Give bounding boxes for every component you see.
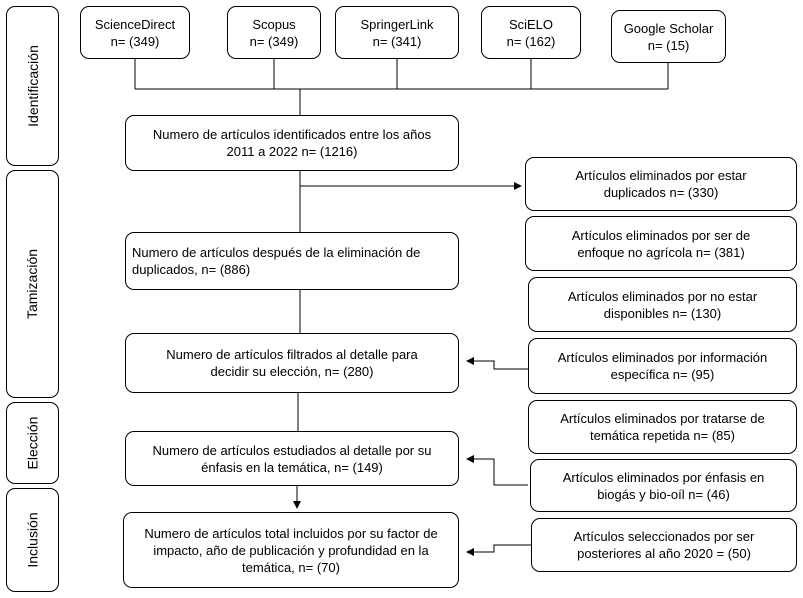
source-google-scholar: Google Scholar n= (15) — [611, 10, 726, 63]
excluded-repeated-theme: Artículos eliminados por tratarse de tem… — [528, 400, 797, 454]
source-scopus: Scopus n= (349) — [227, 6, 321, 59]
main-text: Numero de artículos después de la elimin… — [132, 245, 421, 277]
main-text: Numero de artículos estudiados al detall… — [152, 442, 432, 475]
main-after-dedup: Numero de artículos después de la elimin… — [125, 232, 459, 290]
excluded-duplicates: Artículos eliminados por estar duplicado… — [525, 157, 797, 211]
stage-inclusion: Inclusión — [6, 488, 59, 592]
main-included: Numero de artículos total incluidos por … — [123, 512, 459, 588]
stage-label: Inclusión — [24, 512, 41, 568]
source-name: ScienceDirect — [94, 16, 176, 32]
source-name: SpringerLink — [360, 16, 434, 32]
source-count: n= (349) — [110, 33, 160, 49]
excluded-text: Artículos eliminados por información esp… — [557, 350, 768, 382]
source-name: Scopus — [252, 16, 296, 32]
source-count: n= (15) — [647, 37, 690, 53]
excluded-non-agricultural: Artículos eliminados por ser de enfoque … — [525, 216, 797, 271]
stage-tamizacion: Tamización — [6, 170, 59, 398]
stage-eleccion: Elección — [6, 402, 59, 484]
excluded-text: Artículos eliminados por énfasis en biog… — [562, 469, 765, 502]
stage-label: Elección — [24, 416, 41, 470]
source-count: n= (349) — [249, 33, 299, 49]
stage-identificacion: Identificación — [6, 6, 59, 166]
excluded-text: Artículos eliminados por no estar dispon… — [567, 288, 758, 321]
selected-text: Artículos seleccionados por ser posterio… — [573, 529, 755, 561]
excluded-text: Artículos eliminados por ser de enfoque … — [571, 227, 751, 260]
main-text: Numero de artículos total incluidos por … — [144, 525, 438, 575]
main-text: Numero de artículos identificados entre … — [152, 127, 432, 159]
excluded-specific-info: Artículos eliminados por información esp… — [528, 338, 797, 394]
excluded-text: Artículos eliminados por tratarse de tem… — [560, 411, 765, 443]
source-springerlink: SpringerLink n= (341) — [335, 6, 459, 59]
excluded-text: Artículos eliminados por estar duplicado… — [575, 168, 747, 200]
selected-after-2020: Artículos seleccionados por ser posterio… — [531, 518, 797, 572]
main-studied: Numero de artículos estudiados al detall… — [125, 431, 459, 486]
source-count: n= (341) — [372, 33, 422, 49]
source-scielo: SciELO n= (162) — [481, 6, 581, 59]
main-identified: Numero de artículos identificados entre … — [125, 115, 459, 171]
excluded-biogas: Artículos eliminados por énfasis en biog… — [530, 459, 797, 512]
source-sciencedirect: ScienceDirect n= (349) — [80, 6, 190, 59]
stage-label: Identificación — [24, 45, 41, 127]
main-filtered: Numero de artículos filtrados al detalle… — [125, 333, 459, 393]
main-text: Numero de artículos filtrados al detalle… — [166, 347, 418, 379]
excluded-unavailable: Artículos eliminados por no estar dispon… — [528, 277, 797, 332]
stage-label: Tamización — [24, 248, 41, 320]
source-count: n= (162) — [506, 33, 556, 49]
source-name: Google Scholar — [623, 20, 714, 36]
source-name: SciELO — [508, 16, 554, 32]
